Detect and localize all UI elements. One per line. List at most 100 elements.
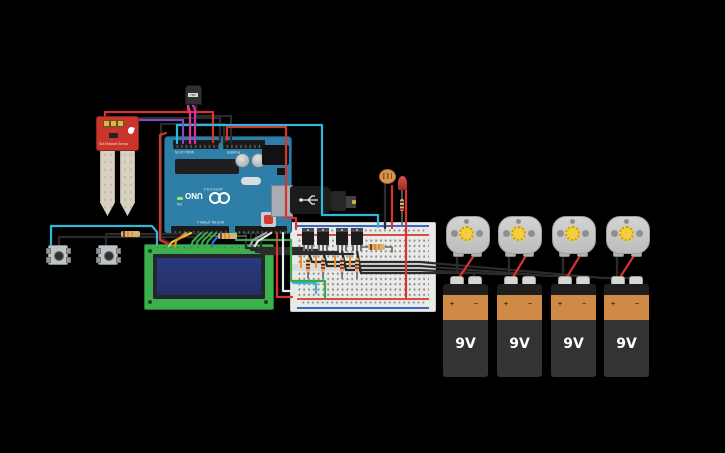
transistor-3[interactable] xyxy=(336,228,348,251)
digital-header-left[interactable] xyxy=(171,226,229,234)
soil-chip xyxy=(109,133,118,138)
lcd-mount-hole xyxy=(148,300,152,304)
soil-moisture-sensor[interactable]: Soil Moisture Sensor xyxy=(96,116,139,216)
lcd-pin-header[interactable] xyxy=(154,245,264,250)
lcd-bezel xyxy=(153,254,265,299)
wire-lcd-gray[interactable] xyxy=(248,231,268,248)
digital-header-right[interactable] xyxy=(235,226,287,234)
battery-minus-mark: − xyxy=(474,301,479,308)
battery-voltage-label: 9V xyxy=(563,336,584,352)
wire-tmp-signal[interactable] xyxy=(190,101,197,145)
wire-cyan-button[interactable] xyxy=(49,224,159,251)
power-jack xyxy=(262,145,289,165)
breadboard-top-blue-line xyxy=(297,225,429,227)
usb-cable[interactable] xyxy=(290,186,332,214)
ldr-track xyxy=(383,173,392,179)
transistor-2[interactable] xyxy=(317,228,329,251)
button-cap[interactable] xyxy=(104,251,114,261)
transistor-1[interactable] xyxy=(302,228,314,251)
soil-sensor-board: Soil Moisture Sensor xyxy=(96,116,139,151)
analog-power-header-left[interactable] xyxy=(173,140,219,149)
wire-lcd-en[interactable] xyxy=(173,231,188,248)
button-leg xyxy=(116,257,121,263)
battery-9v-1[interactable]: + − 9V xyxy=(443,276,488,377)
soil-pin-sig[interactable] xyxy=(117,120,124,127)
battery-plus-mark: + xyxy=(611,301,616,308)
motor-shaft-gear xyxy=(459,226,474,241)
motor-shaft-gear xyxy=(565,226,580,241)
dc-motor-1[interactable] xyxy=(444,216,490,257)
resistor-gate2[interactable] xyxy=(321,258,325,272)
wire-motor3-feed[interactable] xyxy=(321,249,565,278)
wire-lcd-5v[interactable] xyxy=(275,231,294,299)
resistor-breadboard[interactable] xyxy=(368,244,385,250)
wire-tmp-signal2[interactable] xyxy=(186,103,192,145)
wire-lcd-d6[interactable] xyxy=(199,231,213,248)
usb-plug xyxy=(331,191,346,211)
sparkfun-flame-icon xyxy=(127,126,135,135)
resistor-gate3[interactable] xyxy=(340,258,344,272)
breadboard-top-rail-holes[interactable] xyxy=(301,228,425,233)
battery-voltage-label: 9V xyxy=(455,336,476,352)
wire-lcd-d7[interactable] xyxy=(204,231,218,248)
usb-trident-icon xyxy=(299,195,318,205)
usb-plug-tip xyxy=(346,196,356,208)
soil-pin-vcc[interactable] xyxy=(103,120,110,127)
wire-button2-a[interactable] xyxy=(104,232,123,251)
wire-gate1[interactable] xyxy=(244,231,306,253)
dc-motor-2[interactable] xyxy=(496,216,542,257)
button-cap[interactable] xyxy=(54,251,64,261)
breadboard-bottom-blue-line xyxy=(297,307,429,309)
wire-white-bb[interactable] xyxy=(281,231,297,293)
battery-9v-2[interactable]: + − 9V xyxy=(497,276,542,377)
wire-cyan-bb[interactable] xyxy=(291,281,318,295)
power-header-right[interactable] xyxy=(223,140,265,149)
button-leg xyxy=(96,248,101,254)
pushbutton-1[interactable] xyxy=(46,245,71,265)
breadboard-bottom-rail-holes[interactable] xyxy=(301,300,425,305)
battery-9v-3[interactable]: + − 9V xyxy=(551,276,596,377)
button-leg xyxy=(96,257,101,263)
wire-lcd-d5[interactable] xyxy=(194,231,208,248)
usb-contact xyxy=(352,200,356,204)
atmega-chip xyxy=(175,159,239,174)
wire-cyan-ldr[interactable] xyxy=(175,123,380,229)
crystal-oscillator xyxy=(241,177,261,185)
arduino-uno[interactable]: ANALOG IN POWER ON ARDUINO UNO DIGITAL (… xyxy=(164,136,293,234)
resistor-lead xyxy=(384,246,393,253)
wire-motor4-feed[interactable] xyxy=(306,249,619,280)
resistor-lcd[interactable] xyxy=(218,233,237,239)
soil-pin-gnd[interactable] xyxy=(110,120,117,127)
lcd-screen xyxy=(157,258,261,295)
resistor-buttons[interactable] xyxy=(121,231,140,237)
wire-red-left[interactable] xyxy=(158,131,170,246)
wire-5v-to-rail[interactable] xyxy=(225,125,298,231)
motor-shaft-gear xyxy=(619,226,634,241)
red-led[interactable] xyxy=(398,176,407,190)
wire-lcd-white[interactable] xyxy=(253,231,273,248)
battery-9v-4[interactable]: + − 9V xyxy=(604,276,649,377)
tmp36-sensor[interactable]: TMP xyxy=(185,85,202,105)
reset-button[interactable] xyxy=(264,215,273,224)
photoresistor[interactable] xyxy=(379,169,396,184)
dc-motor-3[interactable] xyxy=(550,216,596,257)
wire-gnd-left[interactable] xyxy=(159,122,226,245)
wire-lcd-rs[interactable] xyxy=(167,231,193,248)
dc-motor-4[interactable] xyxy=(604,216,650,257)
soil-prong-left xyxy=(100,148,115,216)
button-leg xyxy=(46,248,51,254)
motor-shaft-gear xyxy=(511,226,526,241)
wire-green-bb[interactable] xyxy=(234,231,327,300)
pushbutton-2[interactable] xyxy=(96,245,121,265)
wire-lcd-d4[interactable] xyxy=(189,231,203,248)
battery-voltage-label: 9V xyxy=(616,336,637,352)
battery-minus-mark: − xyxy=(528,301,533,308)
resistor-led[interactable] xyxy=(400,199,404,211)
resistor-gate1[interactable] xyxy=(306,258,310,272)
lcd-display[interactable] xyxy=(144,244,274,310)
resistor-gate4[interactable] xyxy=(355,258,359,272)
breadboard-center-channel xyxy=(291,264,435,271)
transistor-4[interactable] xyxy=(351,228,363,251)
wire-motor1-feed[interactable] xyxy=(355,249,459,275)
